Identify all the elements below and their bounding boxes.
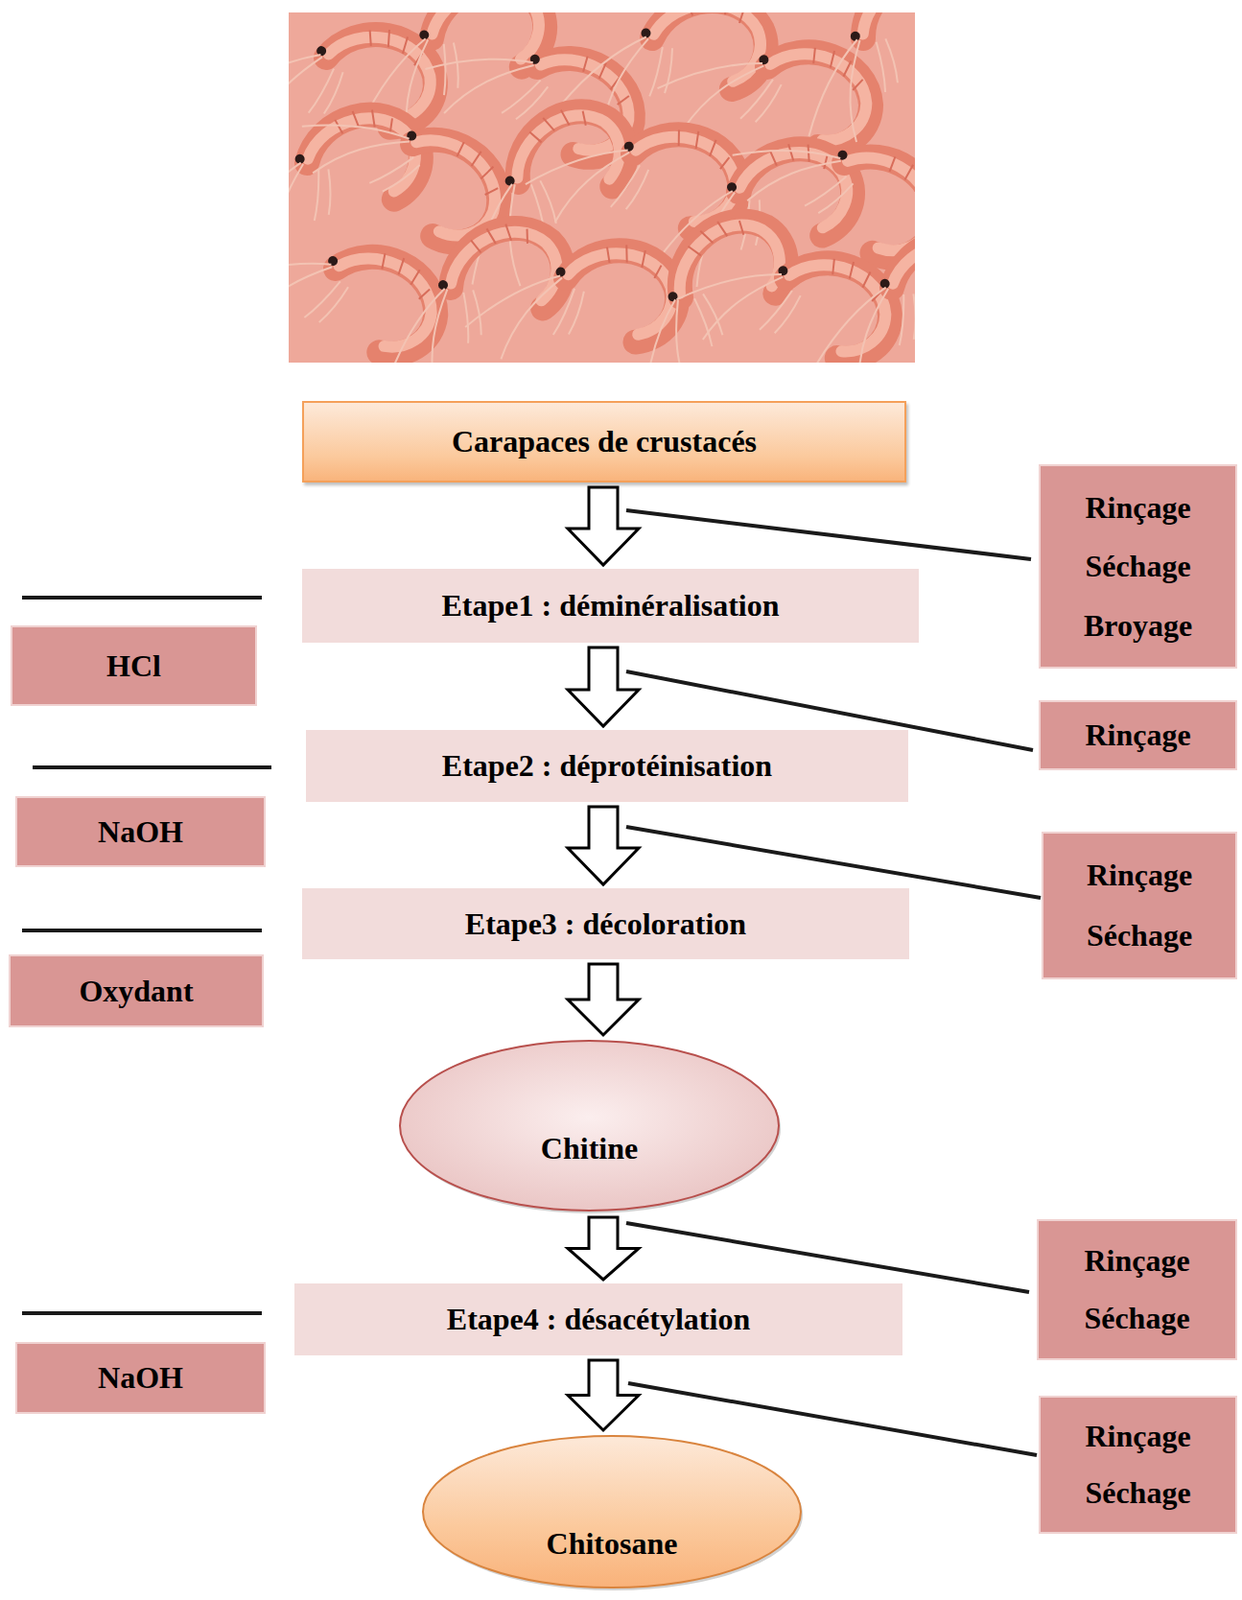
process-step: Etape1 : déminéralisation xyxy=(302,568,919,643)
node-content: HCl xyxy=(12,627,256,704)
process-step: Etape3 : décoloration xyxy=(302,888,910,960)
node-label: Etape3 : décoloration xyxy=(465,906,747,942)
node-content: Etape2 : déprotéinisation xyxy=(305,729,909,802)
node-content: Chitosane xyxy=(421,1433,803,1590)
node-label: Séchage xyxy=(1083,1300,1190,1336)
node-content: NaOH xyxy=(17,797,264,866)
node-content: RinçageSéchage xyxy=(1038,1220,1236,1359)
operation-box: Oxydant xyxy=(8,954,264,1028)
block-arrow xyxy=(567,1217,639,1280)
node-label: Chitine xyxy=(540,1130,638,1167)
operation-box: HCl xyxy=(10,625,258,706)
node-content: Etape3 : décoloration xyxy=(302,888,910,960)
block-arrow xyxy=(567,647,639,727)
node-content: RinçageSéchageBroyage xyxy=(1040,466,1236,667)
node-label: Rinçage xyxy=(1084,717,1191,753)
node-content: Oxydant xyxy=(10,956,262,1026)
process-step: Etape2 : déprotéinisation xyxy=(305,729,909,802)
node-content: RinçageSéchage xyxy=(1043,833,1236,978)
block-arrow xyxy=(567,487,639,565)
node-label: Rinçage xyxy=(1083,1242,1190,1279)
node-label: HCl xyxy=(106,648,162,684)
node-label: Etape4 : désacétylation xyxy=(446,1301,750,1337)
operation-box: RinçageSéchage xyxy=(1041,831,1238,980)
node-content: Etape4 : désacétylation xyxy=(294,1283,903,1356)
node-content: RinçageSéchage xyxy=(1040,1397,1236,1532)
block-arrow xyxy=(567,1359,639,1430)
node-label: Broyage xyxy=(1083,608,1193,644)
node-label: Etape2 : déprotéinisation xyxy=(442,748,773,784)
node-label: Oxydant xyxy=(78,973,193,1009)
product-ellipse: Chitine xyxy=(398,1038,781,1213)
node-content: NaOH xyxy=(17,1343,264,1412)
operation-box: RinçageSéchage xyxy=(1036,1218,1238,1360)
node-label: Etape1 : déminéralisation xyxy=(442,587,780,624)
shrimp-photo xyxy=(288,12,915,363)
node-content: Rinçage xyxy=(1040,702,1236,769)
operation-box: RinçageSéchageBroyage xyxy=(1038,464,1238,669)
node-label: Carapaces de crustacés xyxy=(451,423,757,460)
node-content: Carapaces de crustacés xyxy=(304,402,905,481)
block-arrow xyxy=(567,963,639,1035)
node-label: Rinçage xyxy=(1084,490,1191,526)
node-label: Chitosane xyxy=(546,1525,679,1562)
node-label: Séchage xyxy=(1084,1475,1191,1511)
node-label: NaOH xyxy=(97,814,184,850)
ellipse-outline xyxy=(421,1433,803,1590)
operation-box: Rinçage xyxy=(1038,700,1238,771)
ellipse-outline xyxy=(398,1038,781,1213)
node-label: Séchage xyxy=(1086,917,1193,954)
node-content: Etape1 : déminéralisation xyxy=(302,568,919,643)
source-box: Carapaces de crustacés xyxy=(302,400,907,483)
operation-box: NaOH xyxy=(15,796,266,868)
node-content: Chitine xyxy=(398,1038,781,1213)
node-label: Rinçage xyxy=(1084,1418,1191,1454)
product-ellipse: Chitosane xyxy=(421,1433,803,1590)
node-label: NaOH xyxy=(97,1359,184,1396)
operation-box: RinçageSéchage xyxy=(1038,1395,1238,1534)
node-label: Rinçage xyxy=(1086,857,1193,893)
process-step: Etape4 : désacétylation xyxy=(294,1283,903,1356)
block-arrow xyxy=(567,806,639,885)
node-label: Séchage xyxy=(1084,548,1191,585)
operation-box: NaOH xyxy=(15,1341,266,1414)
